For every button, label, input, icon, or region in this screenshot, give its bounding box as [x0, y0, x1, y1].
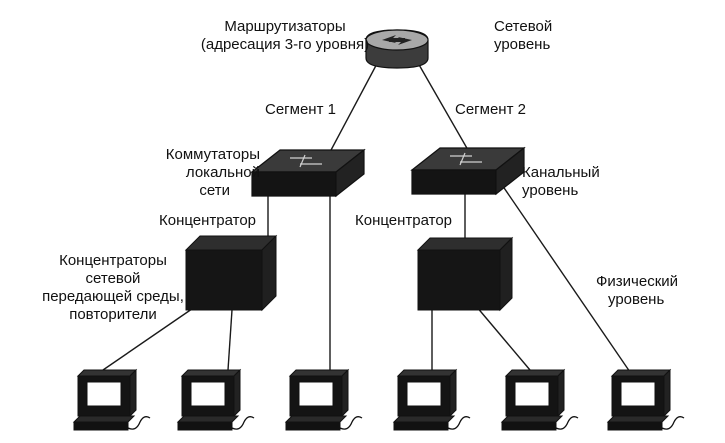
hub-icon: [184, 234, 278, 312]
hub1-to-pc2-link: [227, 309, 233, 371]
segment2-link: [413, 55, 469, 151]
switch-icon: [250, 148, 366, 198]
switch2-to-pc6-link: [499, 181, 631, 373]
segment1-label: Сегмент 1: [265, 101, 336, 118]
router-icon: [365, 29, 429, 69]
segment2-label: Сегмент 2: [455, 101, 526, 118]
computer-icon: [72, 368, 151, 431]
segment1-link: [329, 57, 381, 153]
computer-icon: [176, 368, 255, 431]
computer-icon: [284, 368, 363, 431]
hub-icon: [416, 236, 514, 312]
lan-switches-label: Коммутаторы локальной сети: [165, 146, 260, 199]
physical-layer-label: Физический уровень: [596, 273, 679, 308]
computer-icon: [500, 368, 579, 431]
hub-left-label: Концентратор: [159, 212, 257, 229]
link-layer-label: Канальный уровень: [522, 164, 600, 199]
hub-right-label: Концентратор: [355, 212, 453, 229]
network-layer-label: Сетевой уровень: [494, 18, 553, 53]
hub1-to-pc1-link: [102, 299, 206, 371]
hub2-to-pc5-link: [475, 305, 531, 371]
switch-icon: [410, 146, 526, 196]
routers-label: Маршрутизаторы (адресация 3-го уровня): [200, 18, 370, 53]
computer-icon: [392, 368, 471, 431]
computer-icon: [606, 368, 685, 431]
media-hubs-label: Концентраторы сетевой передающей среды, …: [42, 252, 184, 323]
